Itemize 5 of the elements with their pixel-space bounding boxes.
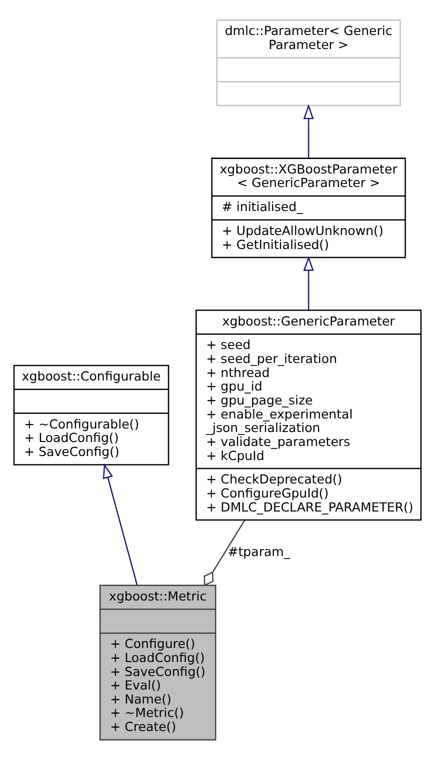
- arrow: [302, 104, 314, 158]
- connector: [203, 520, 245, 586]
- arrow: [102, 463, 138, 586]
- arrow: [302, 256, 314, 310]
- edge-label: #tparam_: [227, 544, 290, 559]
